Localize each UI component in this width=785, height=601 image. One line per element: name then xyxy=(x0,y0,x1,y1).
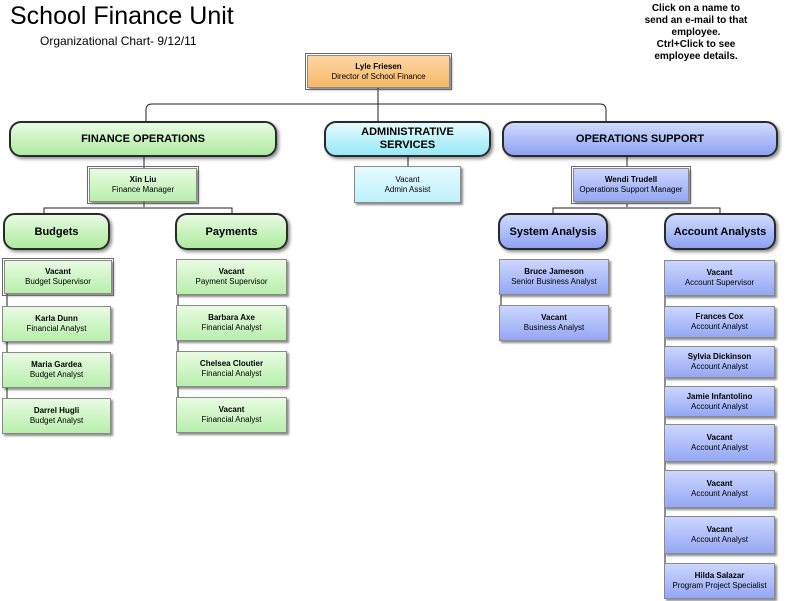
budgets-staff-box[interactable]: Maria Gardea Budget Analyst xyxy=(2,352,111,388)
account-staff-box[interactable]: Sylvia Dickinson Account Analyst xyxy=(664,346,775,378)
system-analysis-header[interactable]: System Analysis xyxy=(498,213,608,250)
employee-name[interactable]: Lyle Friesen xyxy=(355,61,402,71)
employee-title: Director of School Finance xyxy=(331,71,426,81)
account-staff-box[interactable]: Vacant Account Supervisor xyxy=(664,260,775,296)
system-staff-box[interactable]: Vacant Business Analyst xyxy=(499,305,609,341)
employee-name[interactable]: Sylvia Dickinson xyxy=(687,352,752,361)
payments-staff-box[interactable]: Vacant Payment Supervisor xyxy=(176,259,287,295)
employee-title: Payment Supervisor xyxy=(195,277,268,286)
payments-staff-box[interactable]: Chelsea Cloutier Financial Analyst xyxy=(176,351,287,387)
employee-title: Budget Analyst xyxy=(29,416,84,425)
account-staff-box[interactable]: Hilda Salazar Program Project Specialist xyxy=(664,563,775,599)
instruction-line: send an e-mail to that xyxy=(644,15,748,26)
budgets-staff-box[interactable]: Vacant Budget Supervisor xyxy=(2,258,114,296)
employee-name[interactable]: Vacant xyxy=(395,174,420,184)
employee-title: Account Analyst xyxy=(691,535,748,544)
employee-name[interactable]: Xin Liu xyxy=(129,175,157,184)
budgets-staff-box[interactable]: Darrel Hugli Budget Analyst xyxy=(2,398,111,434)
instructions-text: Click on a name to send an e-mail to tha… xyxy=(621,3,771,63)
employee-name[interactable]: Vacant xyxy=(218,267,245,276)
account-staff-box[interactable]: Vacant Account Analyst xyxy=(664,424,775,462)
employee-name[interactable]: Barbara Axe xyxy=(208,313,255,322)
employee-title: Account Analyst xyxy=(691,489,748,498)
employee-title: Financial Analyst xyxy=(201,323,262,332)
employee-title: Financial Analyst xyxy=(201,369,262,378)
admin-assist-box[interactable]: Vacant Admin Assist xyxy=(354,166,461,203)
instruction-line: employee. xyxy=(671,27,721,38)
payments-staff-box[interactable]: Vacant Financial Analyst xyxy=(176,397,287,433)
employee-name[interactable]: Vacant xyxy=(45,267,71,276)
employee-title: Program Project Specialist xyxy=(672,581,767,590)
system-staff-box[interactable]: Bruce Jameson Senior Business Analyst xyxy=(499,259,609,295)
employee-title: Budget Analyst xyxy=(29,370,84,379)
employee-title: Account Analyst xyxy=(691,362,748,371)
account-staff-box[interactable]: Frances Cox Account Analyst xyxy=(664,306,775,338)
page-title: School Finance Unit xyxy=(10,2,234,30)
account-staff-box[interactable]: Vacant Account Analyst xyxy=(664,516,775,554)
employee-name[interactable]: Chelsea Cloutier xyxy=(199,359,264,368)
payments-staff-box[interactable]: Barbara Axe Financial Analyst xyxy=(176,305,287,341)
employee-title: Account Supervisor xyxy=(684,278,755,287)
employee-title: Budget Supervisor xyxy=(25,277,91,286)
budgets-header[interactable]: Budgets xyxy=(3,213,110,250)
instruction-line: employee details. xyxy=(654,51,738,62)
employee-title: Financial Analyst xyxy=(26,324,87,333)
account-staff-box[interactable]: Vacant Account Analyst xyxy=(664,470,775,508)
employee-name[interactable]: Maria Gardea xyxy=(31,360,82,369)
finance-operations-header[interactable]: FINANCE OPERATIONS xyxy=(9,121,277,157)
employee-title: Admin Assist xyxy=(384,184,431,194)
account-analysts-header[interactable]: Account Analysts xyxy=(664,213,776,250)
employee-title: Account Analyst xyxy=(691,401,748,411)
employee-name[interactable]: Vacant xyxy=(706,268,733,277)
finance-manager-box[interactable]: Xin Liu Finance Manager xyxy=(87,166,199,204)
account-staff-box[interactable]: Jamie Infantolino Account Analyst xyxy=(664,386,775,417)
employee-name[interactable]: Vacant xyxy=(706,479,733,488)
operations-support-header[interactable]: OPERATIONS SUPPORT xyxy=(502,121,778,157)
page-subtitle: Organizational Chart- 9/12/11 xyxy=(40,34,197,48)
employee-name[interactable]: Vacant xyxy=(541,313,567,322)
employee-name[interactable]: Karla Dunn xyxy=(35,314,78,323)
administrative-services-header[interactable]: ADMINISTRATIVE SERVICES xyxy=(324,121,491,157)
division-label-line: SERVICES xyxy=(379,139,436,151)
employee-name[interactable]: Vacant xyxy=(218,405,245,414)
employee-title: Account Analyst xyxy=(691,443,748,452)
employee-name[interactable]: Wendi Trudell xyxy=(604,175,658,184)
employee-name[interactable]: Bruce Jameson xyxy=(524,267,584,276)
employee-name[interactable]: Darrel Hugli xyxy=(33,406,80,415)
employee-title: Financial Analyst xyxy=(201,415,262,424)
budgets-staff-box[interactable]: Karla Dunn Financial Analyst xyxy=(2,306,111,342)
employee-name[interactable]: Vacant xyxy=(706,433,733,442)
payments-header[interactable]: Payments xyxy=(175,213,288,250)
director-box[interactable]: Lyle Friesen Director of School Finance xyxy=(305,53,452,90)
division-label-line: ADMINISTRATIVE xyxy=(361,126,454,138)
employee-name[interactable]: Hilda Salazar xyxy=(694,571,745,580)
employee-name[interactable]: Jamie Infantolino xyxy=(686,391,753,401)
employee-title: Senior Business Analyst xyxy=(511,277,597,286)
employee-name[interactable]: Vacant xyxy=(706,525,733,534)
employee-title: Account Analyst xyxy=(691,322,748,331)
employee-title: Operations Support Manager xyxy=(579,185,683,194)
employee-title: Finance Manager xyxy=(111,185,175,194)
ops-manager-box[interactable]: Wendi Trudell Operations Support Manager xyxy=(571,166,691,204)
employee-name[interactable]: Frances Cox xyxy=(695,312,744,321)
employee-title: Business Analyst xyxy=(523,323,585,332)
instruction-line: Click on a name to xyxy=(651,3,741,14)
instruction-line: Ctrl+Click to see xyxy=(656,39,736,50)
